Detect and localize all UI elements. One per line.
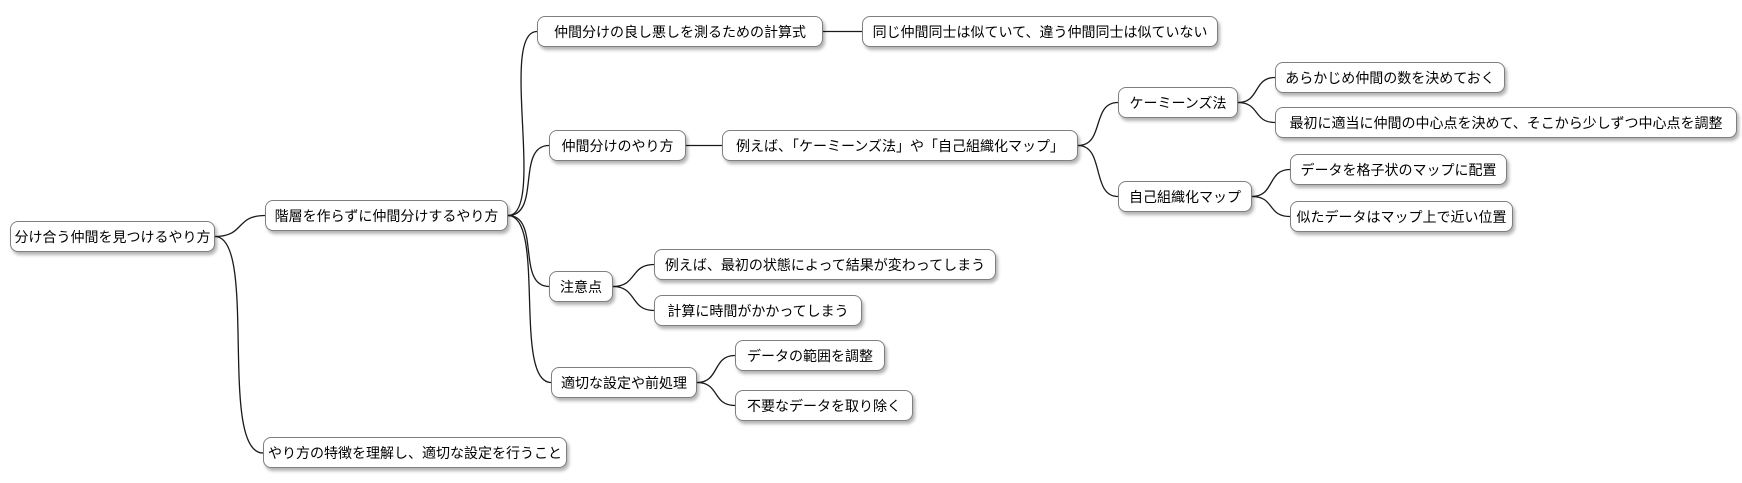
edge-root-to-non-hierarchical xyxy=(214,214,266,238)
node-som-grid-placement: データを格子状のマップに配置 xyxy=(1290,154,1507,185)
edge-kmeans-to-center-adjustment xyxy=(1237,101,1276,124)
edge-method-examples-to-kmeans xyxy=(1077,101,1119,147)
edge-kmeans-to-preset-count xyxy=(1237,76,1276,104)
node-method-examples: 例えば、「ケーミーンズ法」や「自己組織化マップ」 xyxy=(722,130,1078,161)
node-kmeans: ケーミーンズ法 xyxy=(1118,87,1238,118)
node-non-hierarchical-clustering: 階層を作らずに仲間分けするやり方 xyxy=(265,200,508,231)
node-caution-initial-state: 例えば、最初の状態によって結果が変わってしまう xyxy=(654,249,996,280)
node-caution-computation-time: 計算に時間がかかってしまう xyxy=(654,295,862,326)
node-cautions: 注意点 xyxy=(549,271,613,302)
edge-som-to-grid-placement xyxy=(1251,168,1291,198)
edge-method-examples-to-som xyxy=(1077,144,1119,198)
node-similarity-criterion: 同じ仲間同士は似ていて、違う仲間同士は似ていない xyxy=(862,16,1218,47)
node-evaluation-formula: 仲間分けの良し悪しを測るための計算式 xyxy=(537,16,823,47)
node-preprocess-remove-unneeded: 不要なデータを取り除く xyxy=(735,390,913,421)
edge-cautions-to-initial-state xyxy=(612,263,655,288)
edge-som-to-similar-nearby xyxy=(1251,195,1291,218)
edge-non-hierarchical-to-cautions xyxy=(507,214,550,288)
edge-root-to-understand-characteristics xyxy=(214,235,264,454)
node-kmeans-center-adjustment: 最初に適当に仲間の中心点を決めて、そこから少しずつ中心点を調整 xyxy=(1275,107,1737,138)
node-som: 自己組織化マップ xyxy=(1118,181,1252,212)
edge-non-hierarchical-to-evaluation-formula xyxy=(507,30,538,217)
node-clustering-methods: 仲間分けのやり方 xyxy=(549,130,686,161)
node-preprocess-range-adjust: データの範囲を調整 xyxy=(735,340,885,371)
node-preprocessing: 適切な設定や前処理 xyxy=(551,367,697,398)
edge-non-hierarchical-to-clustering-methods xyxy=(507,144,550,217)
node-root-clustering-method: 分け合う仲間を見つけるやり方 xyxy=(10,221,215,252)
edge-preprocessing-to-remove-unneeded xyxy=(696,381,736,407)
edge-cautions-to-computation-time xyxy=(612,285,655,312)
node-kmeans-preset-count: あらかじめ仲間の数を決めておく xyxy=(1275,62,1505,93)
node-som-similar-nearby: 似たデータはマップ上で近い位置 xyxy=(1290,201,1513,232)
edge-preprocessing-to-range-adjust xyxy=(696,354,736,384)
node-understand-characteristics: やり方の特徴を理解し、適切な設定を行うこと xyxy=(263,437,567,468)
edge-non-hierarchical-to-preprocessing xyxy=(507,214,552,384)
